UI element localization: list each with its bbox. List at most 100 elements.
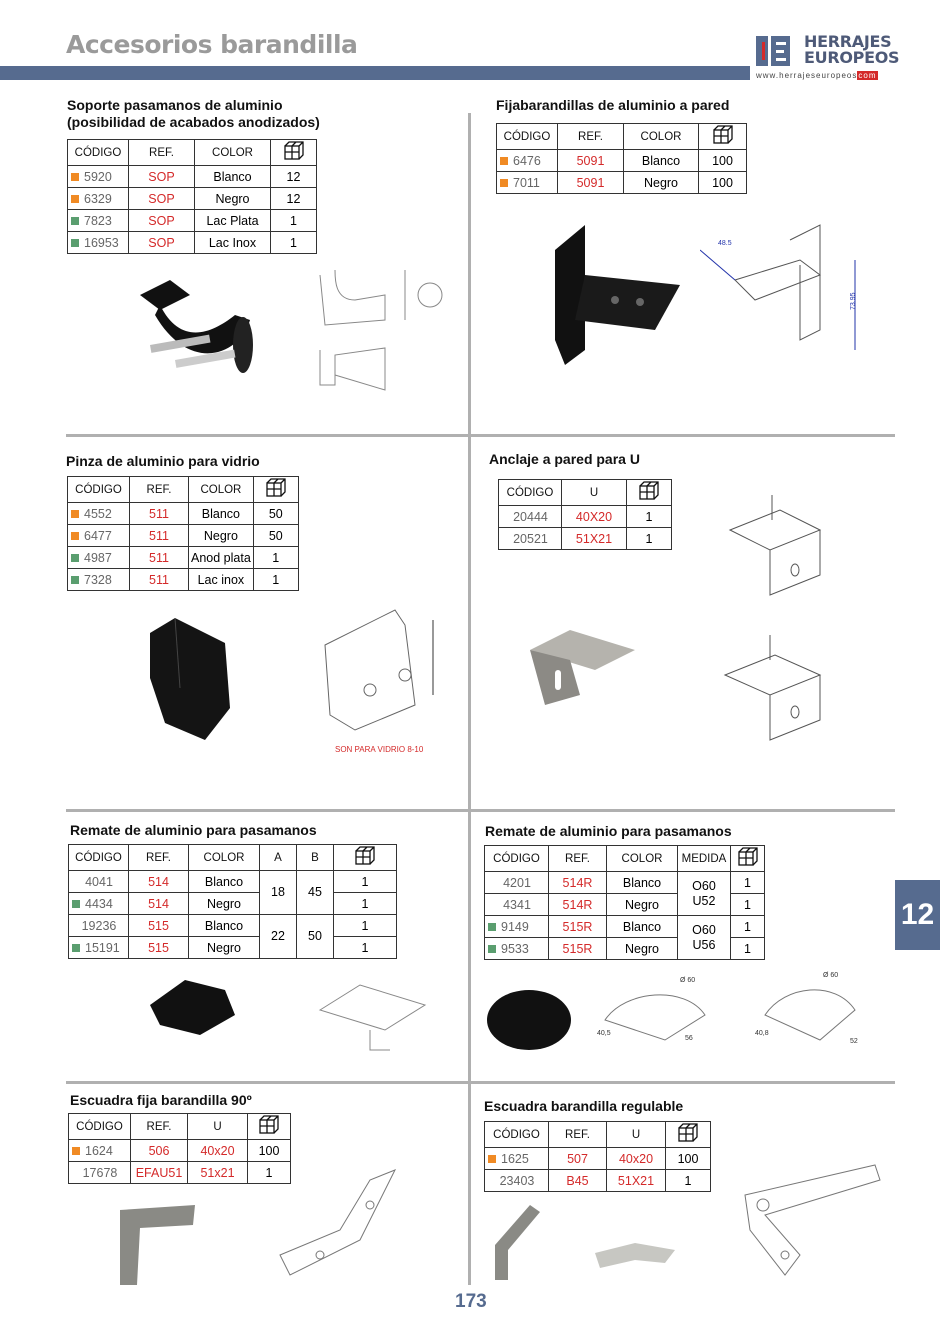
reference: 507 [548,1147,607,1170]
cell-quantity: 1 [333,936,397,959]
availability-marker-icon [71,216,79,225]
availability-marker-icon [71,194,79,203]
product-code-text: 6329 [84,191,112,206]
reference: 514 [128,870,189,893]
cell-color: Lac inox [188,568,254,591]
cell-quantity: 1 [333,892,397,915]
column-header: COLOR [623,123,699,150]
product-code-text: 1625 [501,1151,529,1166]
handrail-support-drawing [319,269,443,391]
availability-marker-icon [72,899,80,908]
dimension-label: 40,5 [597,1030,611,1037]
reference: 515 [128,936,189,959]
adjustable-corner-drawing [744,1164,881,1276]
product-code: 5920 [67,165,129,188]
column-header: CÓDIGO [67,139,129,166]
reference: SOP [128,209,195,232]
cell-quantity: 100 [698,171,747,194]
reference: 51X21 [561,527,627,550]
cell-color: Lac Plata [194,209,271,232]
package-boxes-icon [730,845,765,872]
product-code: 20521 [498,527,562,550]
cell-quantity: 1 [252,568,299,591]
round-end-cap-drawing-2: Ø 60 40,8 52 [755,972,858,1045]
product-code-text: 17678 [82,1165,118,1180]
reference: 511 [129,546,189,569]
product-code: 1625 [484,1147,549,1170]
logo-url-tld: com [857,71,878,80]
reference: 5091 [557,149,624,172]
reference: 515R [548,937,607,960]
reference: 51X21 [606,1169,666,1192]
cell-quantity: 1 [730,915,765,938]
column-header: REF. [128,844,189,871]
column-header: CÓDIGO [68,1113,131,1140]
logo-line1: HERRAJES [804,32,892,51]
product-code-text: 7011 [513,175,540,190]
package-boxes-icon [252,476,299,503]
fixed-corner-drawing [279,1169,397,1276]
product-code: 7011 [496,171,558,194]
cell-color: Blanco [188,870,260,893]
reference: EFAU51 [130,1161,188,1184]
reference: 511 [129,568,189,591]
product-code: 4041 [68,870,129,893]
cell-quantity: 1 [626,505,672,528]
column-header: U [561,479,627,506]
cell-color: Lac Inox [194,231,271,254]
cell-quantity: 1 [730,893,765,916]
cell-color: Blanco [194,165,271,188]
wall-anchor-drawing-2 [723,635,822,741]
reference: B45 [548,1169,607,1192]
logo-mark-icon [756,36,790,66]
chapter-tab[interactable]: 12 [895,880,940,950]
product-code-text: 6477 [84,528,112,543]
reference: 511 [129,502,189,525]
row-divider [66,1081,895,1084]
wall-bracket-drawing: 48.5 73.95 [700,224,857,350]
availability-marker-icon [72,943,80,952]
availability-marker-icon [500,156,508,165]
section-title: Escuadra fija barandilla 90º [70,1092,252,1108]
logo-url: www.herrajeseuropeoscom [756,71,878,80]
product-code-text: 7328 [84,572,112,587]
product-code: 20444 [498,505,562,528]
product-code: 4341 [484,893,549,916]
package-boxes-icon [270,139,317,166]
availability-marker-icon [71,509,79,518]
product-code: 19236 [68,914,129,937]
product-code-text: 4041 [85,874,113,889]
package-boxes-icon [698,123,747,150]
wall-anchor-image [530,630,635,705]
cell-quantity: 1 [270,231,317,254]
column-header: U [187,1113,248,1140]
cell-color: Negro [606,893,678,916]
availability-marker-icon [72,1146,80,1155]
reference: 40x20 [606,1147,666,1170]
package-boxes-icon [626,479,672,506]
product-code-text: 4201 [503,875,531,890]
round-end-cap-drawing: Ø 60 40,5 56 [597,977,706,1042]
cell-a: 22 [259,914,297,959]
wall-bracket-image [555,225,680,365]
product-code-text: 9533 [501,941,529,956]
row-divider [66,809,895,812]
column-header: REF. [128,139,195,166]
